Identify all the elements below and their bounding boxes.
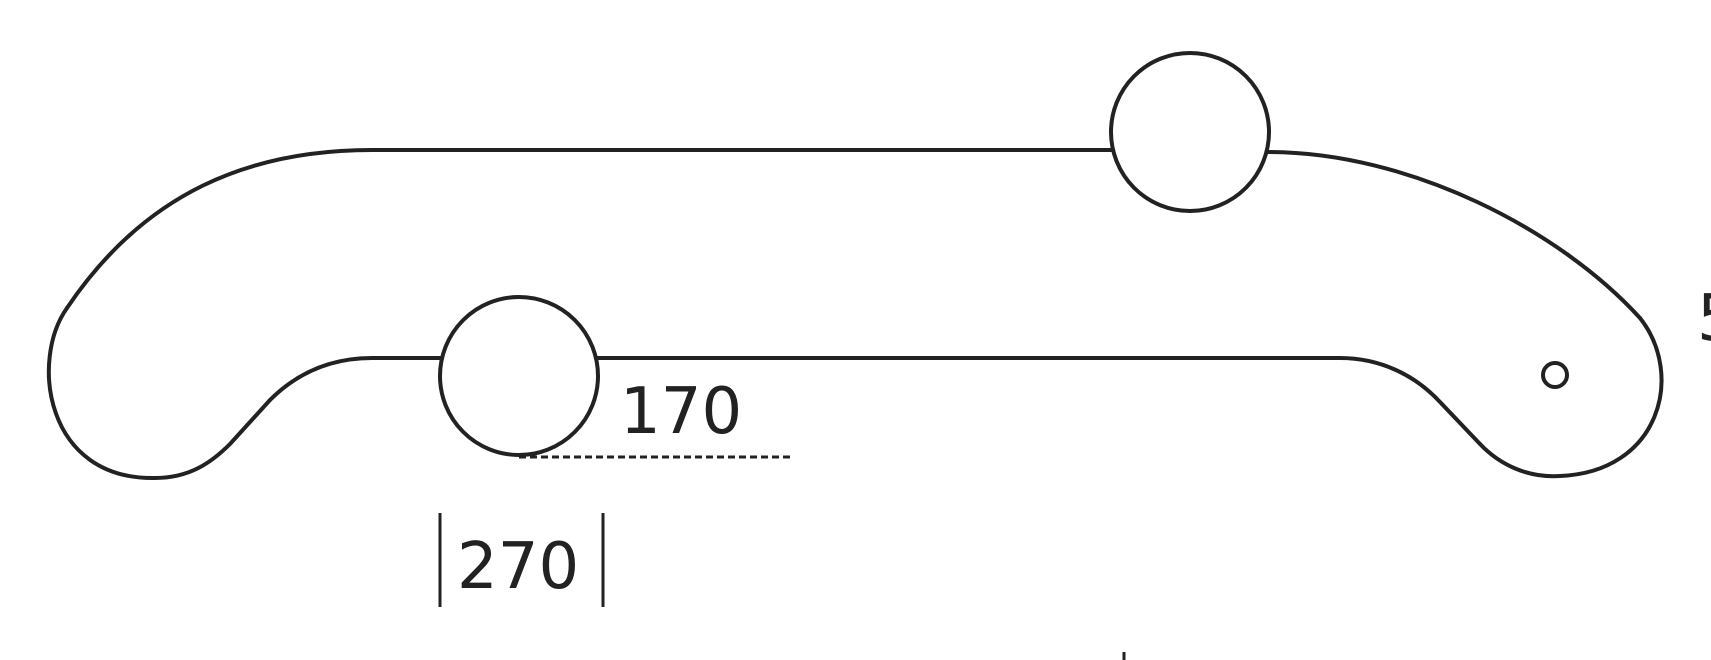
body-outer-top-edge bbox=[65, 148, 1115, 310]
body-outer-top-edge-right bbox=[1266, 150, 1642, 320]
body-inner-right-curve bbox=[1338, 356, 1482, 446]
body-inner-left-curve bbox=[268, 356, 444, 402]
lower-hole bbox=[438, 295, 600, 457]
body-right-end-cap bbox=[1478, 316, 1664, 479]
body-left-end-cap bbox=[46, 306, 272, 481]
edge-cut-glyph: 5 bbox=[1697, 282, 1711, 356]
small-mounting-hole bbox=[1541, 361, 1569, 389]
offset-dimension-label: 170 bbox=[620, 375, 742, 449]
diameter-dimension-label: 270 bbox=[457, 530, 579, 604]
upper-hole bbox=[1109, 51, 1271, 213]
